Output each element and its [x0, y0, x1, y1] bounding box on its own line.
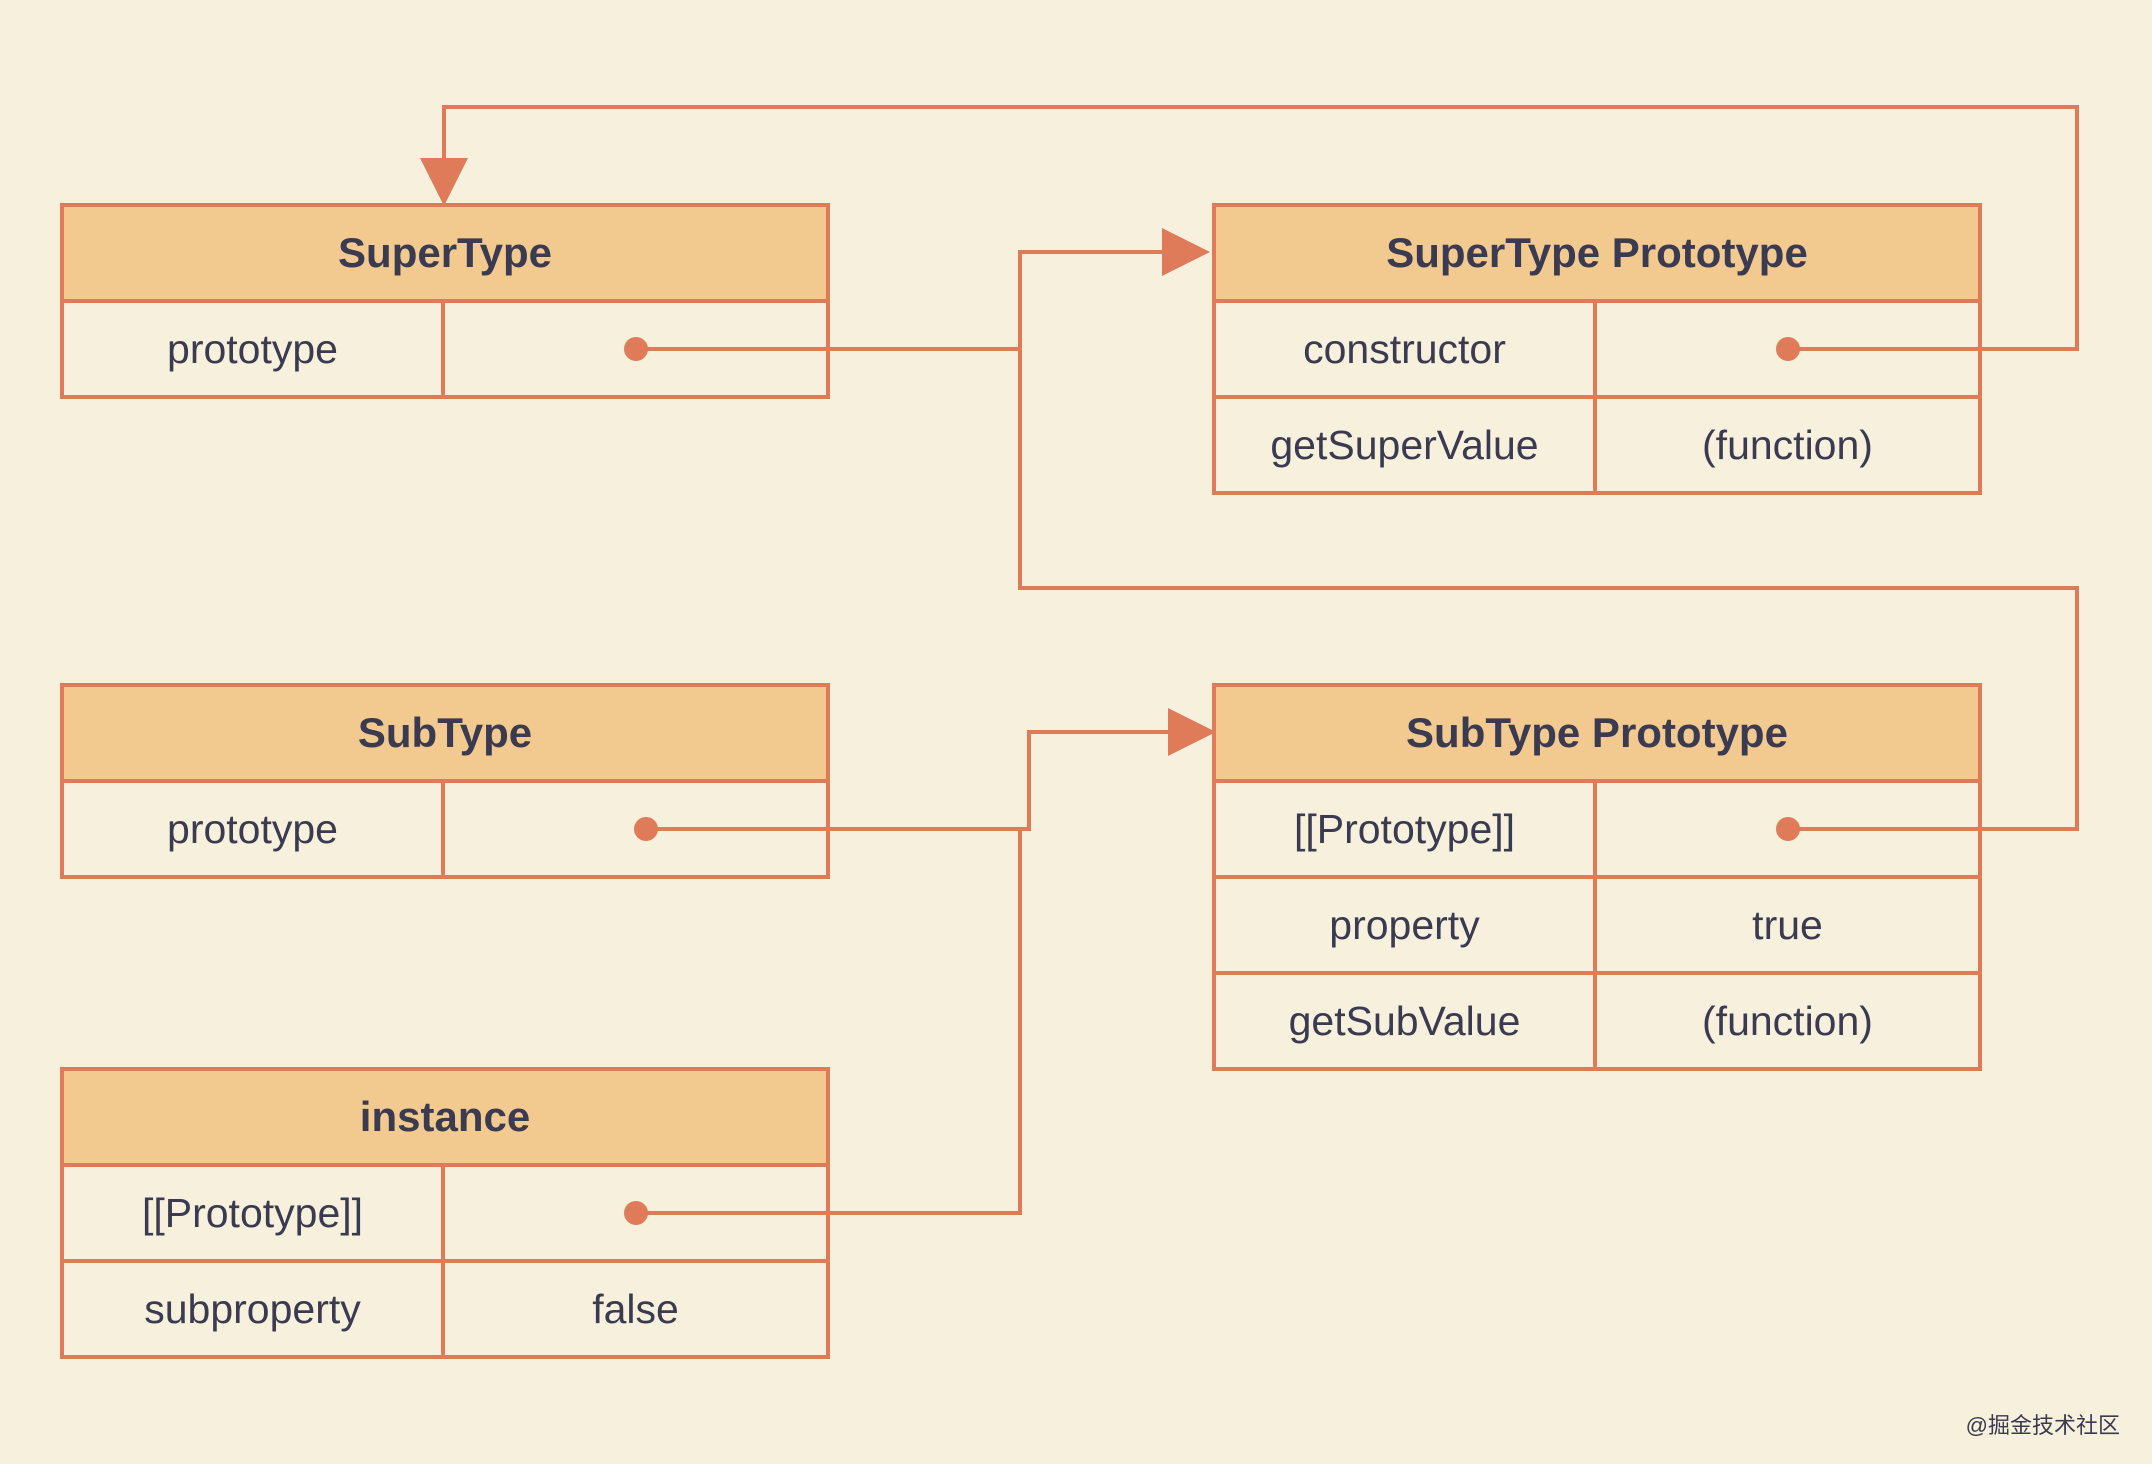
instance-box: instance [[Prototype]] subproperty false	[60, 1067, 830, 1359]
pointer-dot-subtype-prototype	[634, 817, 658, 841]
pointer-dot-constructor	[1776, 337, 1800, 361]
row-key: getSuperValue	[1216, 399, 1597, 491]
subtype-box: SubType prototype	[60, 683, 830, 879]
table-row: getSubValue (function)	[1216, 975, 1978, 1067]
row-key: getSubValue	[1216, 975, 1597, 1067]
row-key: subproperty	[64, 1263, 445, 1355]
row-value: false	[592, 1285, 679, 1332]
row-value: true	[1752, 901, 1823, 948]
supertype-prototype-title: SuperType Prototype	[1216, 207, 1978, 303]
table-row: subproperty false	[64, 1263, 826, 1355]
connector-subtype-prototype	[646, 708, 1216, 831]
pointer-dot-supertype-prototype	[624, 337, 648, 361]
table-row: property true	[1216, 879, 1978, 975]
row-value	[1597, 783, 1978, 875]
supertype-prototype-box: SuperType Prototype constructor getSuper…	[1212, 203, 1982, 495]
row-value: (function)	[1702, 421, 1873, 468]
row-key: prototype	[64, 783, 445, 875]
connector-instance-prototype	[636, 829, 1022, 1215]
row-key: prototype	[64, 303, 445, 395]
table-row: prototype	[64, 303, 826, 395]
row-key: [[Prototype]]	[1216, 783, 1597, 875]
table-row: [[Prototype]]	[1216, 783, 1978, 879]
row-value	[445, 1167, 826, 1259]
table-row: getSuperValue (function)	[1216, 399, 1978, 491]
watermark: @掘金技术社区	[1965, 1413, 2120, 1438]
row-key: [[Prototype]]	[64, 1167, 445, 1259]
pointer-dot-subtype-proto-prototype	[1776, 817, 1800, 841]
subtype-prototype-title: SubType Prototype	[1216, 687, 1978, 783]
row-value	[445, 783, 826, 875]
supertype-title: SuperType	[64, 207, 826, 303]
row-key: constructor	[1216, 303, 1597, 395]
pointer-dot-instance-prototype	[624, 1201, 648, 1225]
subtype-prototype-box: SubType Prototype [[Prototype]] property…	[1212, 683, 1982, 1071]
row-key: property	[1216, 879, 1597, 971]
instance-title: instance	[64, 1071, 826, 1167]
row-value	[1597, 303, 1978, 395]
row-value: (function)	[1702, 997, 1873, 1044]
row-value	[445, 303, 826, 395]
table-row: [[Prototype]]	[64, 1167, 826, 1263]
subtype-title: SubType	[64, 687, 826, 783]
table-row: prototype	[64, 783, 826, 875]
supertype-box: SuperType prototype	[60, 203, 830, 399]
table-row: constructor	[1216, 303, 1978, 399]
